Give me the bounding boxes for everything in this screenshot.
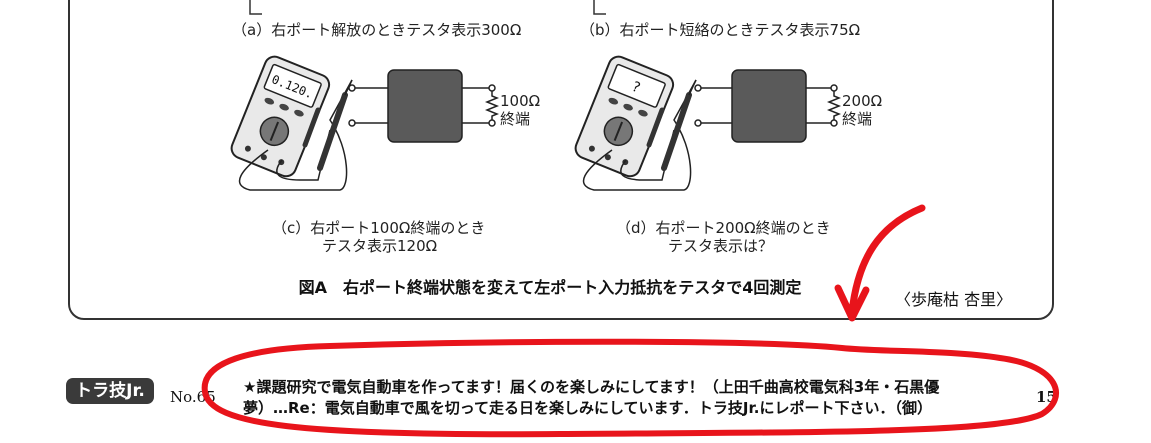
figure-frame xyxy=(68,0,1054,320)
figure-title: 図A 右ポート終端状態を変えて左ポート入力抵抗をテスタで4回測定 xyxy=(298,278,802,297)
reader-note: ★課題研究で電気自動車を作ってます！届くのを楽しみにしてます！（上田千曲高校電気… xyxy=(243,377,1028,419)
magazine-logo: トラ技Jr. xyxy=(66,378,154,404)
red-highlight-loop xyxy=(201,338,1059,438)
term-c-label: 終端 xyxy=(500,110,531,128)
caption-c-line2: テスタ表示120Ω xyxy=(322,237,438,255)
term-d-label: 終端 xyxy=(842,110,873,128)
caption-d-line1: （d）右ポート200Ω終端のとき xyxy=(616,219,831,237)
multimeter-d: ? xyxy=(574,55,675,178)
caption-d-line2: テスタ表示は？ xyxy=(668,237,774,255)
resistor-d xyxy=(826,91,842,120)
term-c-value: 100Ω xyxy=(500,92,541,110)
reader-note-line2: 夢）…Re：電気自動車で風を切って走る日を楽しみにしています．トラ技Jr.にレポ… xyxy=(243,399,932,417)
resistor-c xyxy=(484,91,500,120)
caption-a: （a）右ポート解放のときテスタ表示300Ω xyxy=(232,21,522,39)
caption-b: （b）右ポート短絡のときテスタ表示75Ω xyxy=(580,21,861,39)
author-credit: 〈歩庵枯 杏里〉 xyxy=(895,290,1013,309)
red-arrow-head xyxy=(834,284,870,322)
network-box-d xyxy=(731,69,807,143)
reader-note-line1: ★課題研究で電気自動車を作ってます！届くのを楽しみにしてます！（上田千曲高校電気… xyxy=(243,378,940,396)
red-arrow-shaft xyxy=(848,204,926,316)
caption-c-line1: （c）右ポート100Ω終端のとき xyxy=(272,219,486,237)
network-box-c xyxy=(387,69,463,143)
term-d-value: 200Ω xyxy=(842,92,883,110)
